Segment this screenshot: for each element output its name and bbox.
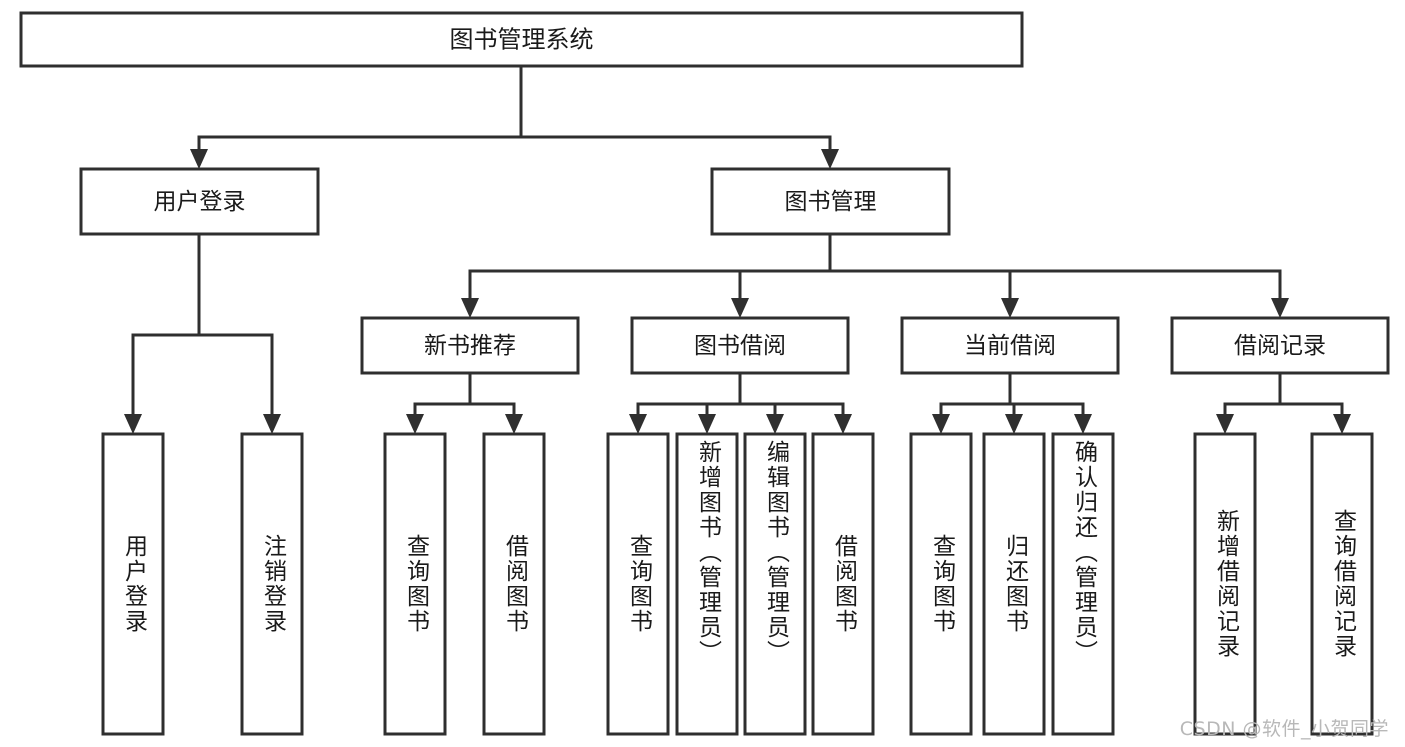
node-leaf-borrow-book-1[interactable]	[482, 432, 546, 736]
arrow-head-user-login-to-leaves-0	[124, 414, 142, 434]
connector-group-current-borrow-to-leaves	[932, 371, 1092, 434]
node-label-new-book-recommend: 新书推荐	[424, 333, 516, 359]
arrow-head-book-management-to-level2-3	[1271, 298, 1289, 318]
arrow-head-book-management-to-level2-0	[461, 298, 479, 318]
node-box-leaf-query-record	[1310, 432, 1374, 736]
node-box-leaf-user-logout	[240, 432, 304, 736]
connector-group-book-borrow-to-leaves	[629, 371, 852, 434]
connector-group-book-management-to-level2	[461, 232, 1289, 318]
connector-group-user-login-to-leaves	[124, 232, 281, 434]
arrow-head-book-borrow-to-leaves-1	[698, 414, 716, 434]
arrow-head-borrow-record-to-leaves-1	[1333, 414, 1351, 434]
node-box-leaf-confirm-return	[1051, 432, 1115, 736]
node-leaf-user-logout[interactable]	[240, 432, 304, 736]
node-leaf-query-record[interactable]	[1310, 432, 1374, 736]
node-leaf-user-login[interactable]	[101, 432, 165, 736]
node-box-leaf-borrow-book-2	[811, 432, 875, 736]
node-box-current-borrow	[900, 316, 1120, 375]
node-box-leaf-query-book-1	[383, 432, 447, 736]
node-new-book-recommend[interactable]: 新书推荐	[360, 316, 580, 375]
arrow-head-new-book-recommend-to-leaves-1	[505, 414, 523, 434]
node-label-root: 图书管理系统	[450, 26, 594, 54]
node-label-borrow-record: 借阅记录	[1234, 333, 1326, 359]
node-box-leaf-user-login	[101, 432, 165, 736]
node-box-leaf-query-book-2	[606, 432, 670, 736]
node-book-management[interactable]: 图书管理	[710, 167, 951, 236]
node-label-user-login: 用户登录	[154, 189, 246, 215]
node-box-root	[19, 11, 1024, 68]
node-box-leaf-return-book	[982, 432, 1046, 736]
arrow-head-book-borrow-to-leaves-3	[834, 414, 852, 434]
node-leaf-query-book-2[interactable]	[606, 432, 670, 736]
arrow-head-root-to-level1-1	[821, 149, 839, 169]
node-book-borrow[interactable]: 图书借阅	[630, 316, 850, 375]
connector-group-root-to-level1	[190, 64, 839, 169]
arrow-head-book-borrow-to-leaves-0	[629, 414, 647, 434]
arrow-head-new-book-recommend-to-leaves-0	[406, 414, 424, 434]
arrow-head-book-borrow-to-leaves-2	[766, 414, 784, 434]
node-leaf-edit-book[interactable]	[743, 432, 807, 736]
node-borrow-record[interactable]: 借阅记录	[1170, 316, 1390, 375]
node-root[interactable]: 图书管理系统	[19, 11, 1024, 68]
node-box-book-borrow	[630, 316, 850, 375]
node-box-book-management	[710, 167, 951, 236]
node-leaf-borrow-book-2[interactable]	[811, 432, 875, 736]
node-leaf-confirm-return[interactable]	[1051, 432, 1115, 736]
node-label-book-borrow: 图书借阅	[694, 333, 786, 359]
node-label-current-borrow: 当前借阅	[964, 333, 1056, 359]
arrow-head-current-borrow-to-leaves-1	[1005, 414, 1023, 434]
arrow-head-book-management-to-level2-2	[1001, 298, 1019, 318]
arrow-head-user-login-to-leaves-1	[263, 414, 281, 434]
node-leaf-add-record[interactable]	[1193, 432, 1257, 736]
node-current-borrow[interactable]: 当前借阅	[900, 316, 1120, 375]
node-leaf-query-book-1[interactable]	[383, 432, 447, 736]
node-box-leaf-query-book-3	[909, 432, 973, 736]
node-leaf-return-book[interactable]	[982, 432, 1046, 736]
node-leaf-query-book-3[interactable]	[909, 432, 973, 736]
node-box-leaf-add-book	[675, 432, 739, 736]
node-box-new-book-recommend	[360, 316, 580, 375]
arrow-head-borrow-record-to-leaves-0	[1216, 414, 1234, 434]
arrow-head-current-borrow-to-leaves-0	[932, 414, 950, 434]
connector-group-new-book-recommend-to-leaves	[406, 371, 523, 434]
node-box-leaf-add-record	[1193, 432, 1257, 736]
node-box-leaf-edit-book	[743, 432, 807, 736]
node-box-leaf-borrow-book-1	[482, 432, 546, 736]
arrow-head-book-management-to-level2-1	[731, 298, 749, 318]
csdn-watermark: CSDN @软件_小贺同学	[1179, 718, 1389, 740]
node-user-login[interactable]: 用户登录	[79, 167, 320, 236]
arrow-head-current-borrow-to-leaves-2	[1074, 414, 1092, 434]
node-box-user-login	[79, 167, 320, 236]
arrow-head-root-to-level1-0	[190, 149, 208, 169]
node-label-book-management: 图书管理	[785, 189, 877, 215]
connector-group-borrow-record-to-leaves	[1216, 371, 1351, 434]
node-leaf-add-book[interactable]	[675, 432, 739, 736]
node-box-borrow-record	[1170, 316, 1390, 375]
